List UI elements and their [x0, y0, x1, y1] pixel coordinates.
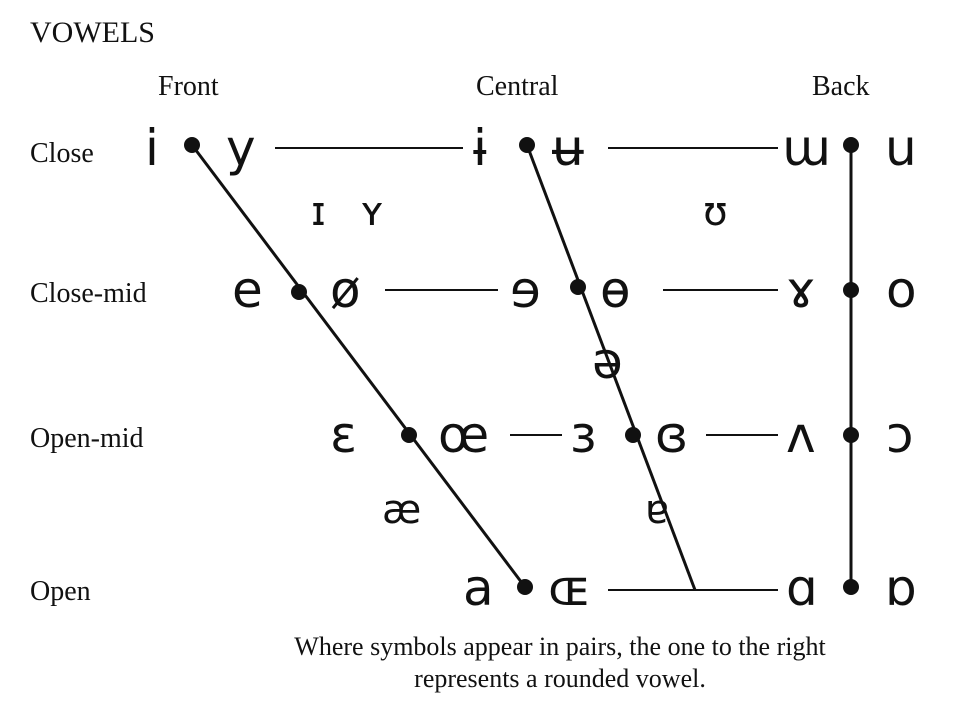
vowel-close-mid-front-unrounded: e [232, 261, 263, 319]
vowel-open-front-unrounded: a [463, 559, 494, 617]
vowel-close-mid-front-rounded: ø [330, 261, 361, 319]
vowel-close-front-unrounded: i [145, 119, 159, 177]
vowel-close-back-unrounded: ɯ [782, 119, 831, 177]
vowel-open-front-rounded: ɶ [548, 559, 591, 617]
dot-close-front [184, 137, 200, 153]
column-label-front: Front [158, 71, 219, 102]
row-label-open-mid: Open-mid [30, 423, 144, 454]
vowel-near-close-back-rounded: ʊ [703, 189, 728, 235]
footnote-line-1: Where symbols appear in pairs, the one t… [294, 632, 826, 661]
vowel-close-front-rounded: y [226, 119, 256, 177]
column-label-back: Back [812, 71, 870, 102]
vowel-near-close-front-unrounded: ɪ [311, 189, 326, 235]
vowel-close-back-rounded: u [885, 119, 917, 177]
vowel-near-close-front-rounded: ʏ [360, 189, 384, 235]
dot-close-mid-central [570, 279, 586, 295]
dot-open-front [517, 579, 533, 595]
vowel-open-mid-front-unrounded: ɛ [330, 406, 357, 464]
dot-open-back [843, 579, 859, 595]
vowel-open-back-rounded: ɒ [885, 559, 917, 617]
vowel-close-mid-back-unrounded: ɤ [786, 261, 816, 319]
vowel-open-mid-back-unrounded: ʌ [786, 406, 816, 464]
vowel-close-mid-central-rounded: ɵ [600, 261, 631, 319]
chart-title: VOWELS [30, 16, 155, 49]
column-label-central: Central [476, 71, 559, 102]
dot-open-mid-front [401, 427, 417, 443]
row-label-close-mid: Close-mid [30, 278, 147, 309]
vowel-open-mid-front-rounded: œ [438, 406, 489, 464]
vowel-close-mid-back-rounded: o [886, 261, 917, 319]
dot-close-central [519, 137, 535, 153]
vowel-close-central-unrounded: ɨ [473, 119, 487, 177]
vowel-open-mid-central-rounded: ɞ [655, 406, 688, 464]
vowel-open-back-unrounded: ɑ [786, 559, 818, 617]
dot-close-mid-back [843, 282, 859, 298]
vowel-near-open-central: ɐ [645, 487, 669, 533]
vowel-close-mid-central-unrounded: ɘ [510, 261, 541, 319]
row-label-open: Open [30, 576, 91, 607]
vowel-open-mid-back-rounded: ɔ [886, 406, 913, 464]
dot-close-back [843, 137, 859, 153]
dot-close-mid-front [291, 284, 307, 300]
dot-open-mid-back [843, 427, 859, 443]
vowel-open-mid-central-unrounded: ɜ [570, 406, 597, 464]
vowel-close-central-rounded: ʉ [552, 119, 584, 177]
row-label-close: Close [30, 138, 94, 169]
vowel-mid-central: ə [592, 332, 623, 390]
vowel-near-open-front: æ [382, 487, 421, 533]
central-edge-line [525, 144, 697, 591]
front-edge-line [190, 144, 527, 588]
footnote-line-2: represents a rounded vowel. [414, 664, 706, 693]
dot-open-mid-central [625, 427, 641, 443]
